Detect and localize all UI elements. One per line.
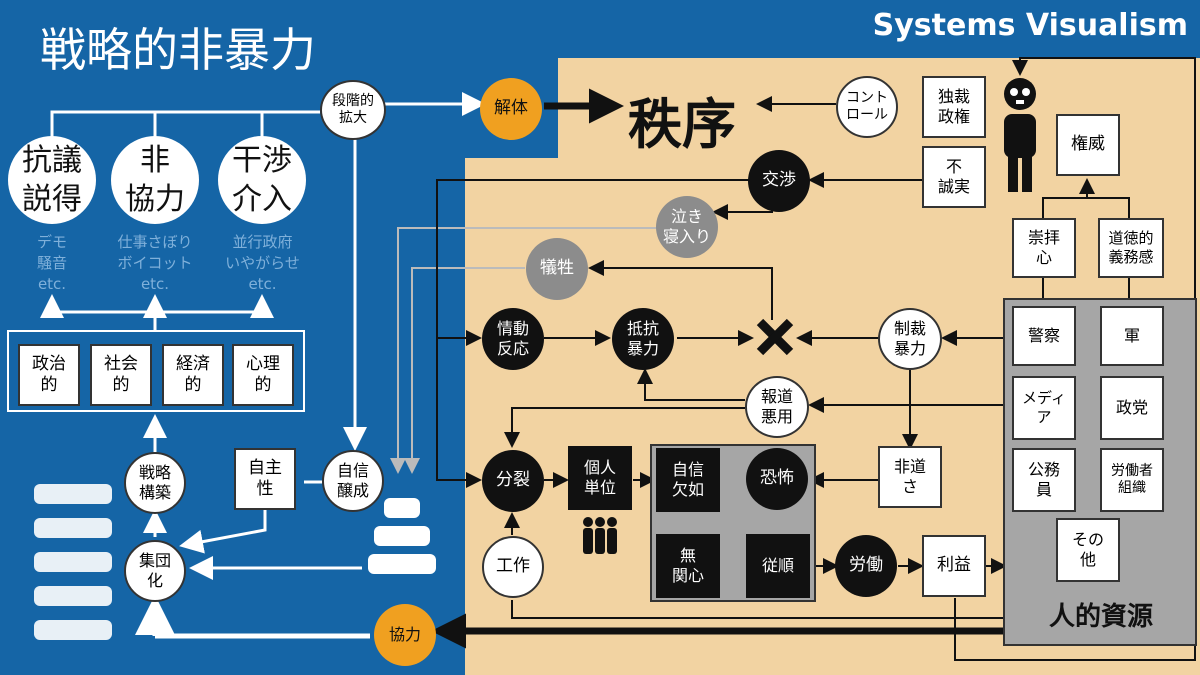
method-noncooperation: 非 協力 — [111, 136, 199, 224]
media-abuse-node: 報道 悪用 — [745, 376, 809, 438]
domain-economic: 経済 的 — [162, 344, 224, 406]
dissolve-node: 解体 — [480, 78, 542, 140]
control-node: コント ロール — [836, 76, 898, 138]
domain-psychological: 心理 的 — [232, 344, 294, 406]
collectivize-node: 集団 化 — [124, 540, 186, 602]
operation-node: 工作 — [482, 536, 544, 598]
resource-military: 軍 — [1100, 306, 1164, 366]
individual-node: 個人 単位 — [568, 446, 632, 510]
worship-node: 崇拝 心 — [1012, 218, 1076, 278]
sacrifice-node: 犠牲 — [526, 238, 588, 300]
autonomy-node: 自主 性 — [234, 448, 296, 510]
skull-figure-icon — [1004, 78, 1036, 192]
resource-labor-union: 労働者 組織 — [1100, 448, 1164, 512]
domain-box — [7, 330, 305, 412]
fear-node: 恐怖 — [746, 448, 808, 510]
brand-logo: Systems Visualism — [872, 8, 1188, 43]
sanction-violence-node: 制裁 暴力 — [878, 308, 942, 370]
method-noncooperation-examples: 仕事さぼり ボイコット etc. — [117, 233, 193, 293]
split-node: 分裂 — [482, 450, 544, 512]
authority-node: 権威 — [1056, 114, 1120, 176]
negotiation-node: 交渉 — [748, 150, 810, 212]
method-protest: 抗議 説得 — [8, 136, 96, 224]
escalation-node: 段階的 拡大 — [320, 80, 386, 140]
dictatorship-node: 独裁 政権 — [922, 76, 986, 138]
confidence-node: 自信 醸成 — [322, 450, 384, 512]
human-resources-label: 人的資源 — [1048, 602, 1153, 632]
obedience-node: 従順 — [746, 534, 810, 598]
small-crowd-icon — [368, 498, 436, 574]
cry-node: 泣き 寝入り — [656, 196, 718, 258]
dishonesty-node: 不 誠実 — [922, 146, 986, 208]
people-icon — [583, 517, 617, 554]
resource-party: 政党 — [1100, 376, 1164, 440]
method-intervention: 干渉 介入 — [218, 136, 306, 224]
emotion-node: 情動 反応 — [482, 308, 544, 370]
resource-civil-servant: 公務 員 — [1012, 448, 1076, 512]
domain-social: 社会 的 — [90, 344, 152, 406]
moral-node: 道徳的 義務感 — [1098, 218, 1164, 278]
crowd-icon — [34, 484, 112, 640]
indifference-node: 無 関心 — [656, 534, 720, 598]
resource-other: その 他 — [1056, 518, 1120, 582]
method-intervention-examples: 並行政府 いやがらせ etc. — [225, 233, 300, 293]
domain-political: 政治 的 — [18, 344, 80, 406]
page-title: 戦略的非暴力 — [40, 23, 316, 77]
order-heading: 秩序 — [628, 93, 736, 156]
method-protest-examples: デモ 騒音 etc. — [36, 233, 67, 293]
resource-police: 警察 — [1012, 306, 1076, 366]
inhumanity-node: 非道 さ — [878, 446, 942, 508]
labor-node: 労働 — [835, 535, 897, 597]
cross-icon — [756, 318, 794, 356]
lack-confidence-node: 自信 欠如 — [656, 448, 720, 512]
strategy-node: 戦略 構築 — [124, 452, 186, 514]
profit-node: 利益 — [922, 535, 986, 597]
resist-violence-node: 抵抗 暴力 — [612, 308, 674, 370]
cooperation-node: 協力 — [374, 604, 436, 666]
resource-media: メディ ア — [1012, 376, 1076, 440]
